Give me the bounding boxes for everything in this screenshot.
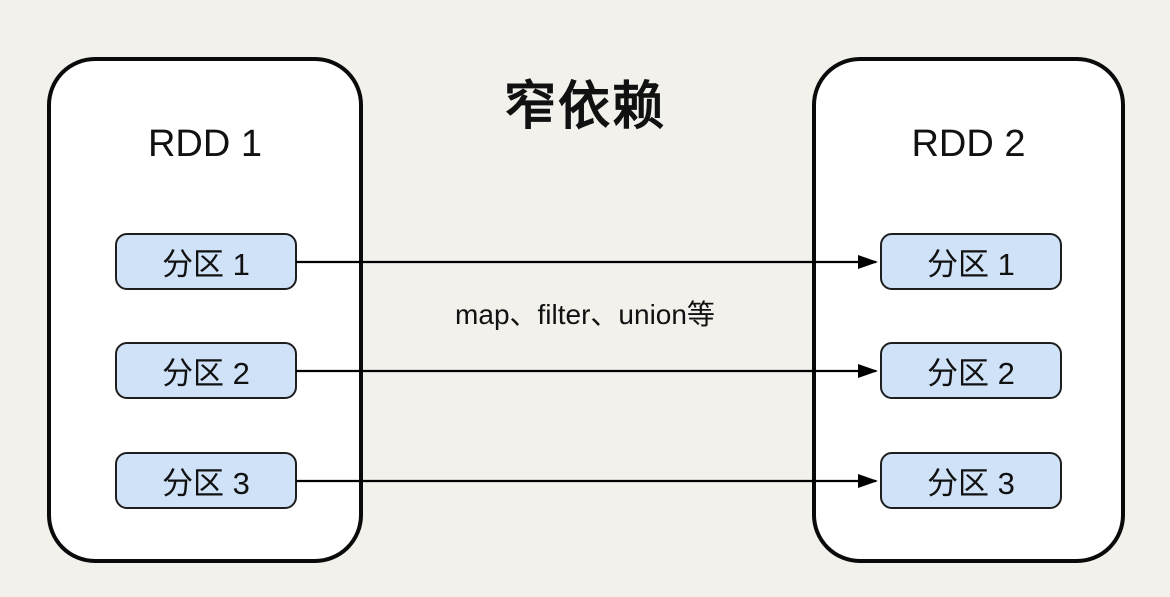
rdd2-container: RDD 2 分区 1 分区 2 分区 3 <box>812 57 1125 563</box>
rdd2-partition-1: 分区 1 <box>880 233 1062 290</box>
transformation-label: map、filter、union等 <box>455 299 715 330</box>
rdd1-partition-3: 分区 3 <box>115 452 297 509</box>
rdd1-partition-2: 分区 2 <box>115 342 297 399</box>
diagram-title: 窄依赖 <box>503 78 667 136</box>
rdd2-label: RDD 2 <box>911 123 1026 165</box>
rdd1-label: RDD 1 <box>147 123 263 165</box>
rdd1-container: RDD 1 分区 1 分区 2 分区 3 <box>47 57 363 563</box>
rdd1-partition-1: 分区 1 <box>115 233 297 290</box>
rdd2-partition-2: 分区 2 <box>880 342 1062 399</box>
rdd2-partition-3: 分区 3 <box>880 452 1062 509</box>
